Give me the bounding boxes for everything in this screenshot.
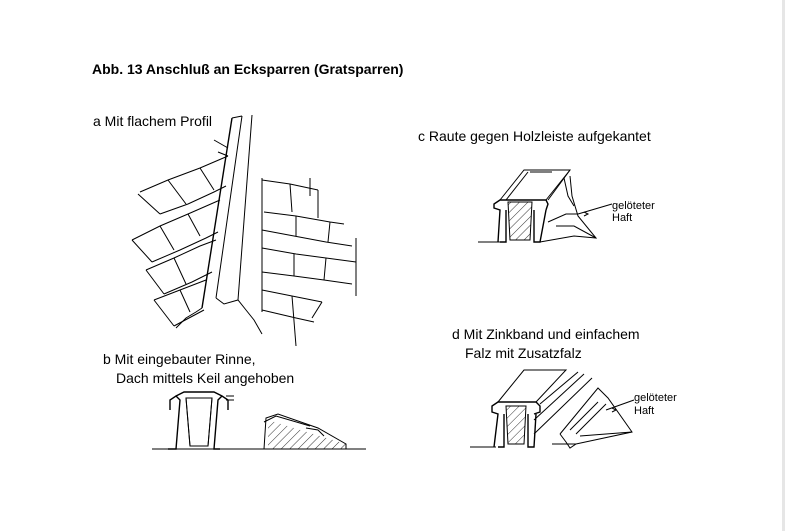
panel-a-label: a Mit flachem Profil xyxy=(93,113,213,129)
panel-c-callout-line1: gelöteter xyxy=(612,200,655,212)
drawing-a-hip-profile xyxy=(175,114,263,335)
panel-d-callout-line1: gelöteter xyxy=(634,392,677,404)
panel-b-label-line2: Dach mittels Keil angehoben xyxy=(116,370,295,386)
drawing-d-zinc-strip xyxy=(470,369,635,449)
right-edge-strip xyxy=(782,0,785,531)
panel-c-callout-line2: Haft xyxy=(612,212,633,224)
panel-d-label-line2: Falz mit Zusatzfalz xyxy=(465,345,582,361)
panel-d-callout-line2: Haft xyxy=(634,405,655,417)
drawing-a-right-slates xyxy=(261,178,357,347)
panel-d-label-line1: d Mit Zinkband und einfachem xyxy=(452,326,640,342)
drawing-b-gutter xyxy=(152,391,366,450)
drawing-c-lozenge xyxy=(478,169,613,243)
drawing-a-flat-profile xyxy=(131,114,357,347)
panel-b-label-line1: b Mit eingebauter Rinne, xyxy=(103,351,256,367)
panel-c-label: c Raute gegen Holzleiste aufgekantet xyxy=(418,128,651,144)
figure-title: Abb. 13 Anschluß an Ecksparren (Gratspar… xyxy=(92,61,404,77)
drawing-a-left-slates xyxy=(131,139,229,327)
